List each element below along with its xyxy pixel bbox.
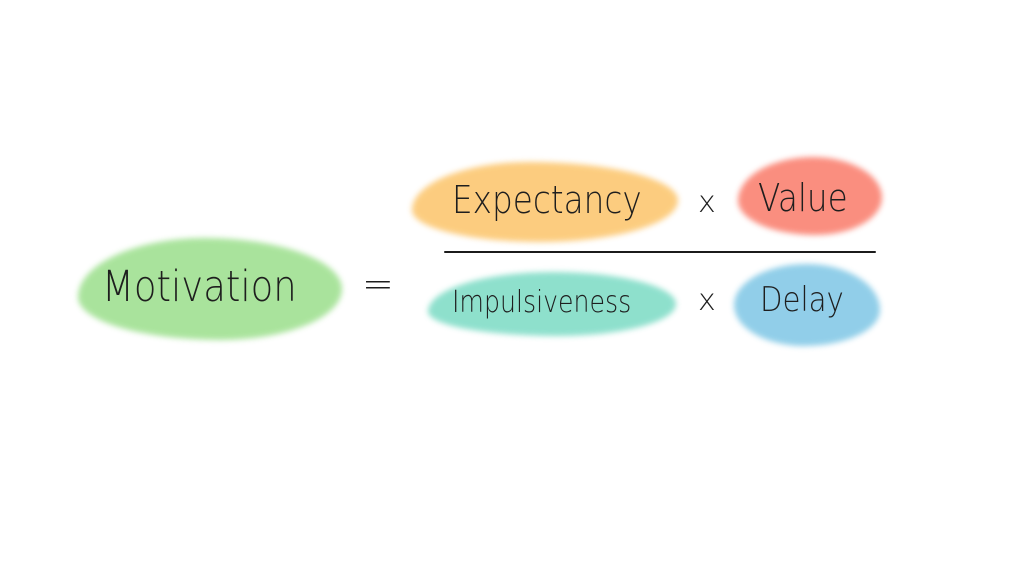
motivation-label: Motivation	[102, 262, 297, 312]
value-label: Value	[758, 176, 848, 220]
expectancy-highlight	[412, 162, 678, 242]
fraction-bar	[444, 251, 876, 253]
expectancy-label: Expectancy	[452, 178, 642, 222]
numerator-multiply-sign: x	[698, 185, 716, 220]
denominator-multiply-sign: x	[698, 283, 716, 318]
impulsiveness-label: Impulsiveness	[452, 285, 632, 320]
delay-label: Delay	[760, 280, 844, 320]
value-highlight	[738, 157, 882, 235]
motivation-highlight	[78, 238, 342, 340]
delay-highlight	[734, 264, 880, 346]
equals-sign: =	[362, 262, 394, 306]
impulsiveness-highlight	[428, 272, 676, 336]
